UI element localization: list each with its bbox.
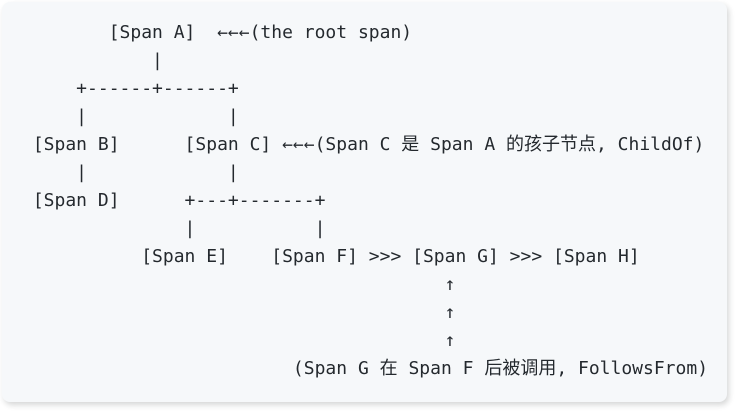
span-tree-ascii-diagram: [Span A] ←←←(the root span) | +------+--… xyxy=(32,22,709,379)
code-block-panel: [Span A] ←←←(the root span) | +------+--… xyxy=(2,2,727,402)
